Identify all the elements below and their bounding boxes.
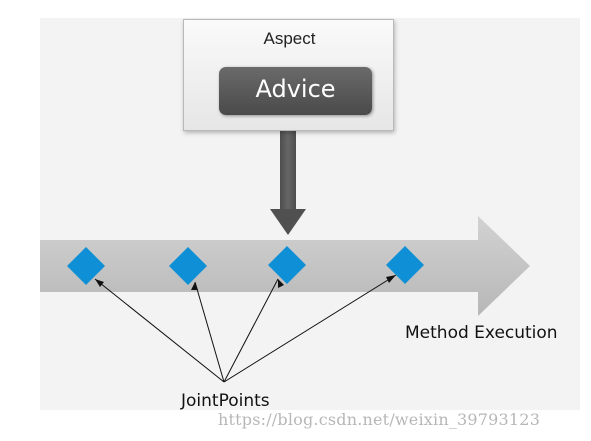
aspect-title: Aspect bbox=[263, 29, 316, 48]
joinpoint-diamond-3 bbox=[268, 246, 306, 284]
advice-label: Advice bbox=[255, 75, 336, 103]
joinpoint-diamond-1 bbox=[67, 247, 105, 285]
advice-down-arrow bbox=[270, 131, 306, 235]
joinpoint-diamond-4 bbox=[386, 246, 424, 284]
arrowhead bbox=[95, 279, 104, 287]
method-execution-label: Method Execution bbox=[405, 323, 558, 343]
joinpoint-pointer-lines bbox=[94, 274, 397, 383]
arrowhead bbox=[278, 279, 284, 288]
pointer-line bbox=[223, 274, 397, 383]
watermark-url: https://blog.csdn.net/weixin_39793123 bbox=[218, 410, 541, 429]
aspect-box: Aspect Advice bbox=[183, 19, 394, 131]
joinpoint-diamonds bbox=[67, 246, 424, 285]
pointer-line bbox=[194, 281, 225, 383]
advice-box: Advice bbox=[219, 67, 372, 115]
joinpoint-diamond-2 bbox=[169, 247, 207, 285]
pointer-line bbox=[94, 278, 225, 383]
pointer-line bbox=[223, 278, 279, 383]
pointer-arrowheads bbox=[95, 275, 396, 290]
jointpoints-label: JointPoints bbox=[181, 391, 270, 411]
arrowhead bbox=[191, 282, 198, 290]
arrowhead bbox=[386, 275, 396, 283]
